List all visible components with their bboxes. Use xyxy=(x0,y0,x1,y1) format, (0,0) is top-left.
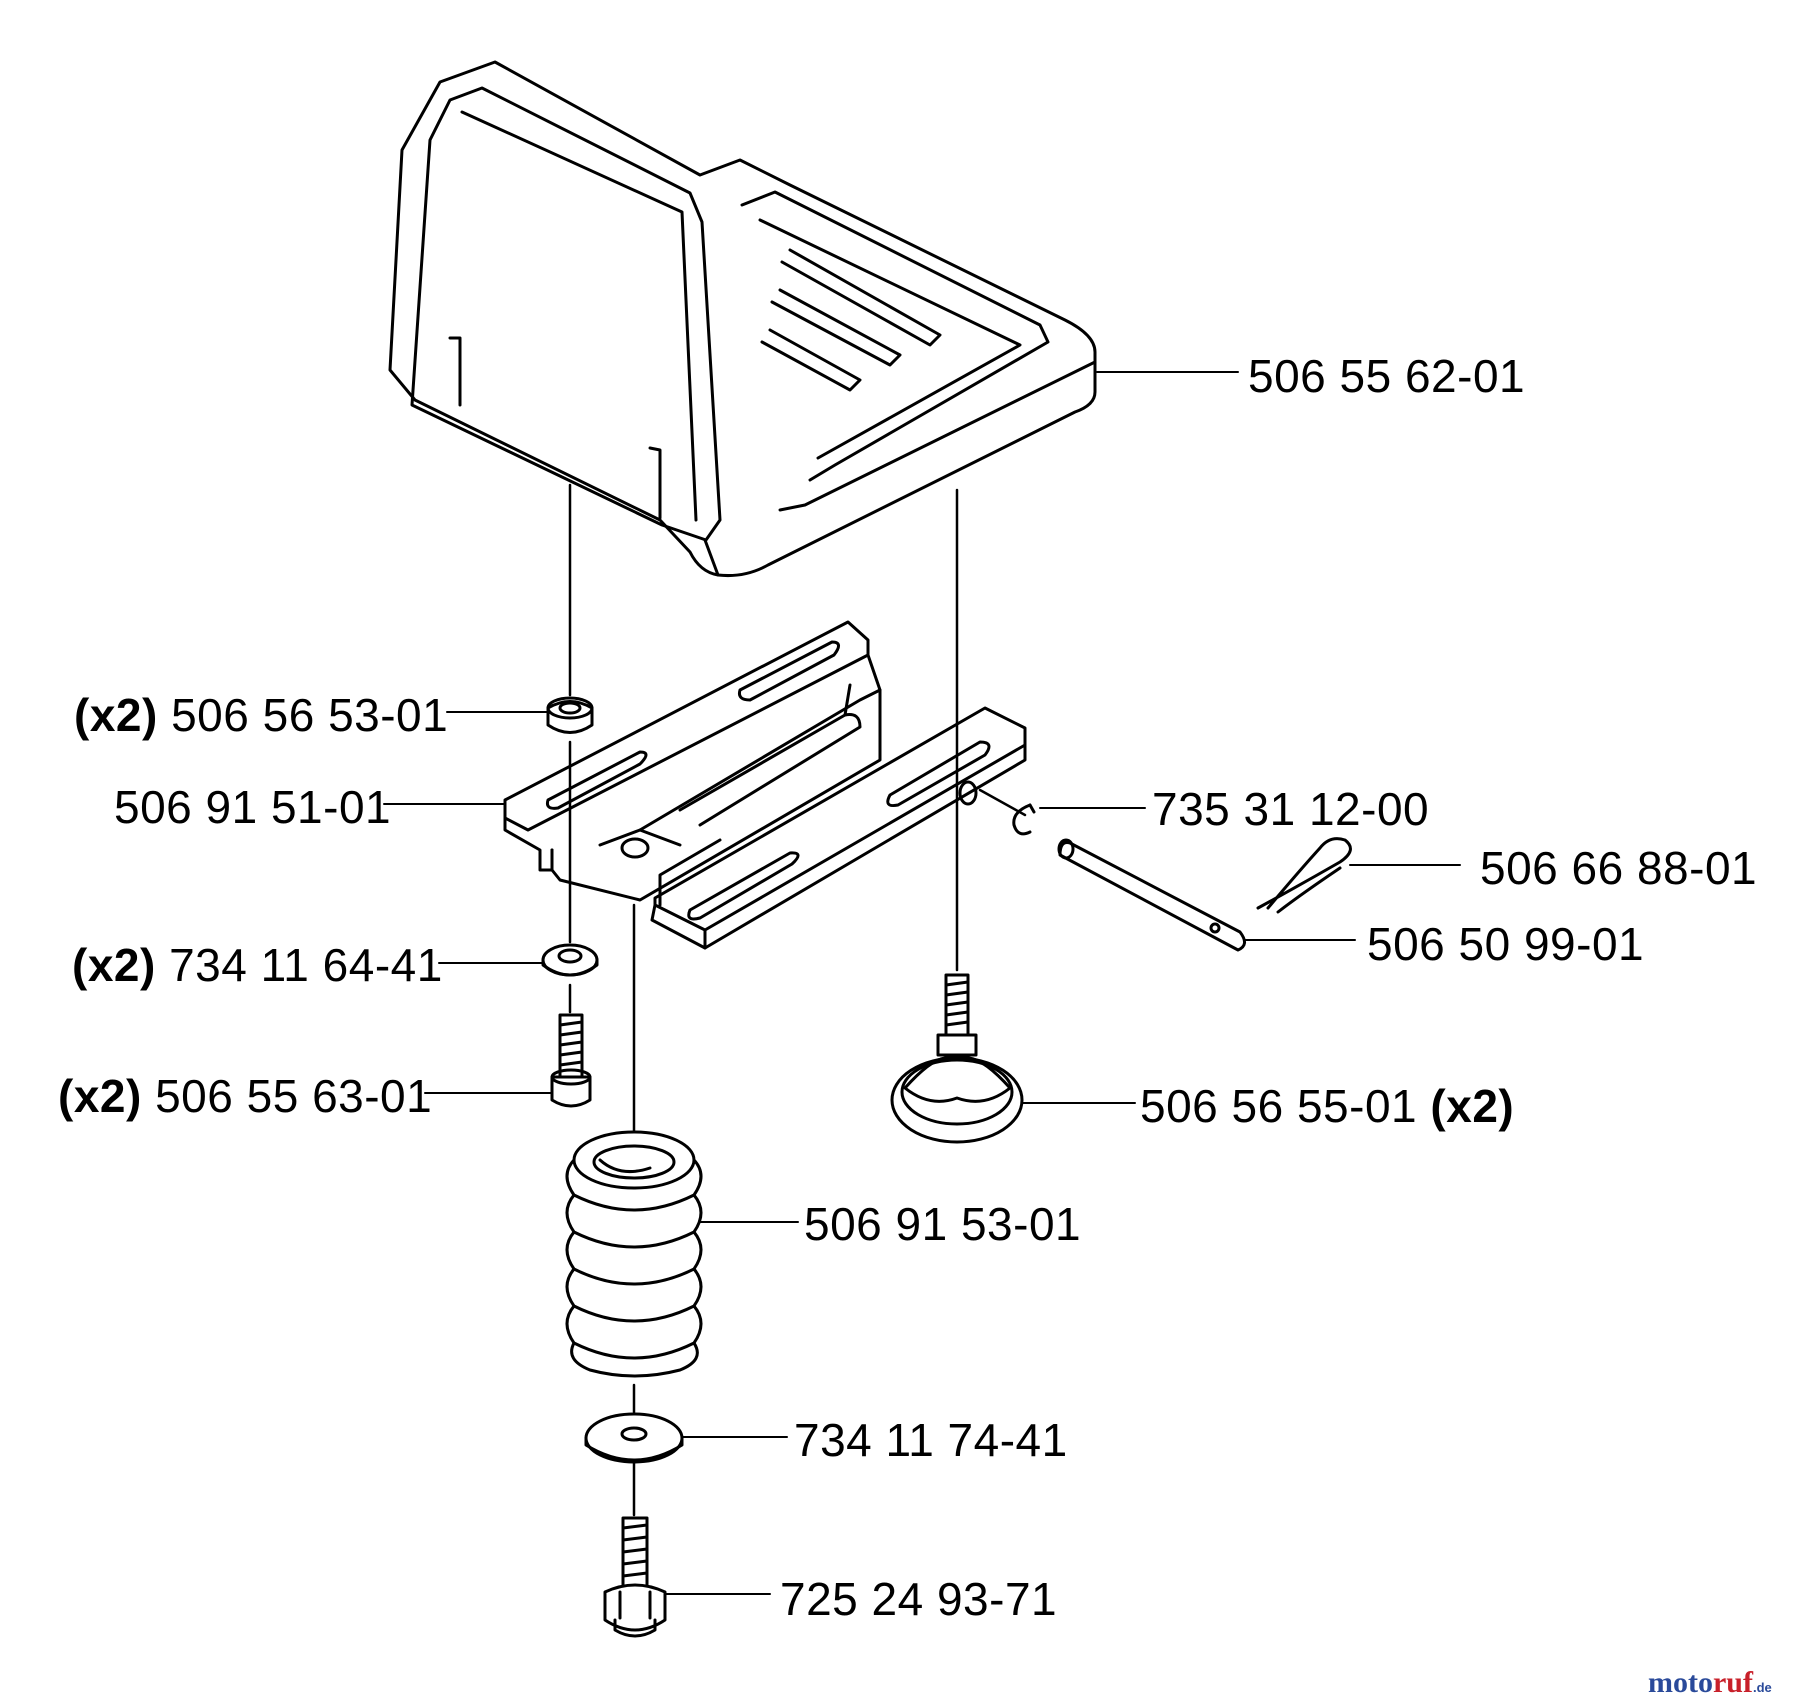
seat-illustration xyxy=(388,60,1097,577)
circlip-illustration xyxy=(1012,803,1036,836)
quantity: (x2) xyxy=(72,939,156,991)
part-number: 725 24 93-71 xyxy=(780,1573,1058,1625)
small-bolt-illustration xyxy=(550,1013,592,1108)
part-number: 506 56 55-01 xyxy=(1140,1080,1418,1132)
part-label-seat: 506 55 62-01 xyxy=(1248,353,1525,399)
part-number: 506 50 99-01 xyxy=(1367,918,1645,970)
bracket-illustration xyxy=(503,620,1027,950)
part-label-small-bolt: (x2) 506 55 63-01 xyxy=(58,1073,432,1119)
pin-illustration xyxy=(1057,838,1246,952)
part-label-bracket: 506 91 51-01 xyxy=(114,784,391,830)
part-number: 734 11 74-41 xyxy=(794,1414,1068,1466)
flange-bolt-illustration xyxy=(603,1516,667,1638)
part-label-circlip: 735 31 12-00 xyxy=(1152,786,1429,832)
part-label-spring: 506 91 53-01 xyxy=(804,1201,1081,1247)
part-label-knob: 506 56 55-01 (x2) xyxy=(1140,1083,1514,1129)
hairpin-illustration xyxy=(1256,837,1352,914)
part-label-flange-bolt: 725 24 93-71 xyxy=(780,1576,1057,1622)
quantity: (x2) xyxy=(1430,1080,1515,1132)
quantity: (x2) xyxy=(74,689,158,741)
nut-illustration xyxy=(546,696,594,734)
part-number: 734 11 64-41 xyxy=(169,939,443,991)
part-label-nut: (x2) 506 56 53-01 xyxy=(74,692,448,738)
part-number: 506 55 63-01 xyxy=(155,1070,433,1122)
watermark-suffix: .de xyxy=(1752,1680,1772,1695)
part-label-hairpin: 506 66 88-01 xyxy=(1480,845,1757,891)
part-label-small-washer: (x2) 734 11 64-41 xyxy=(72,942,443,988)
knob-illustration xyxy=(890,973,1024,1144)
large-washer-illustration xyxy=(584,1412,684,1464)
assembly-axis-lines xyxy=(568,483,1027,1517)
part-number: 735 31 12-00 xyxy=(1152,783,1430,835)
part-number: 506 91 53-01 xyxy=(804,1198,1082,1250)
small-washer-illustration xyxy=(541,943,599,977)
watermark-part-b: ruf xyxy=(1712,1666,1753,1699)
part-number: 506 91 51-01 xyxy=(114,781,392,833)
watermark-logo: motoruf.de xyxy=(1648,1668,1772,1698)
part-label-pin: 506 50 99-01 xyxy=(1367,921,1644,967)
part-number: 506 56 53-01 xyxy=(171,689,449,741)
spring-illustration xyxy=(565,1130,703,1378)
part-number: 506 66 88-01 xyxy=(1480,842,1758,894)
part-number: 506 55 62-01 xyxy=(1248,350,1526,402)
quantity: (x2) xyxy=(58,1070,142,1122)
part-label-large-washer: 734 11 74-41 xyxy=(794,1417,1068,1463)
leader-lines xyxy=(383,371,1461,1595)
watermark-part-a: moto xyxy=(1648,1666,1713,1699)
